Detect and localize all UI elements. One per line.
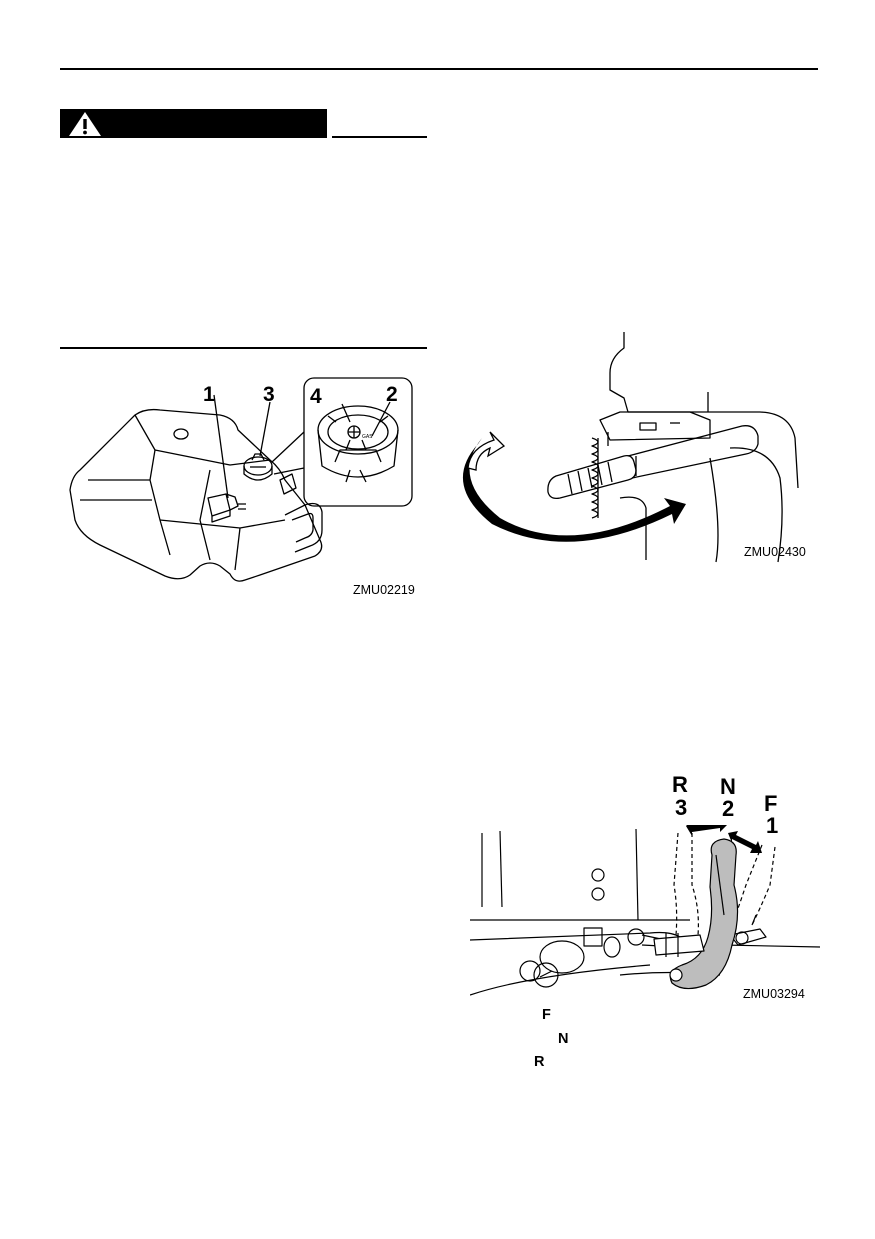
callout-4: 4	[310, 385, 322, 408]
warning-underline	[332, 136, 427, 138]
warning-triangle-icon	[69, 112, 101, 136]
callout-1: 1	[203, 383, 215, 406]
shift-label-2: 2	[722, 796, 735, 821]
header-rule	[60, 68, 818, 70]
figure-code-tiller: ZMU02430	[744, 545, 806, 559]
shift-label-f: F	[764, 791, 778, 816]
callout-3: 3	[263, 383, 275, 406]
shift-label-r: R	[672, 772, 688, 797]
legend-f: F	[542, 1007, 551, 1023]
warning-banner	[60, 109, 327, 138]
figure-code-shift: ZMU03294	[743, 987, 805, 1001]
shift-label-1: 1	[766, 813, 779, 838]
legend-r: R	[534, 1054, 545, 1070]
fuel-tank-figure: GAS	[60, 370, 430, 610]
shift-lever-figure	[470, 825, 820, 1010]
section-rule	[60, 347, 427, 349]
legend-n: N	[558, 1031, 569, 1047]
figure-code-fuel-tank: ZMU02219	[353, 583, 415, 597]
shift-label-3: 3	[675, 795, 688, 820]
callout-2: 2	[386, 383, 398, 406]
tiller-throttle-figure	[460, 328, 820, 568]
shift-label-n: N	[720, 774, 736, 799]
svg-text:GAS: GAS	[362, 434, 372, 440]
